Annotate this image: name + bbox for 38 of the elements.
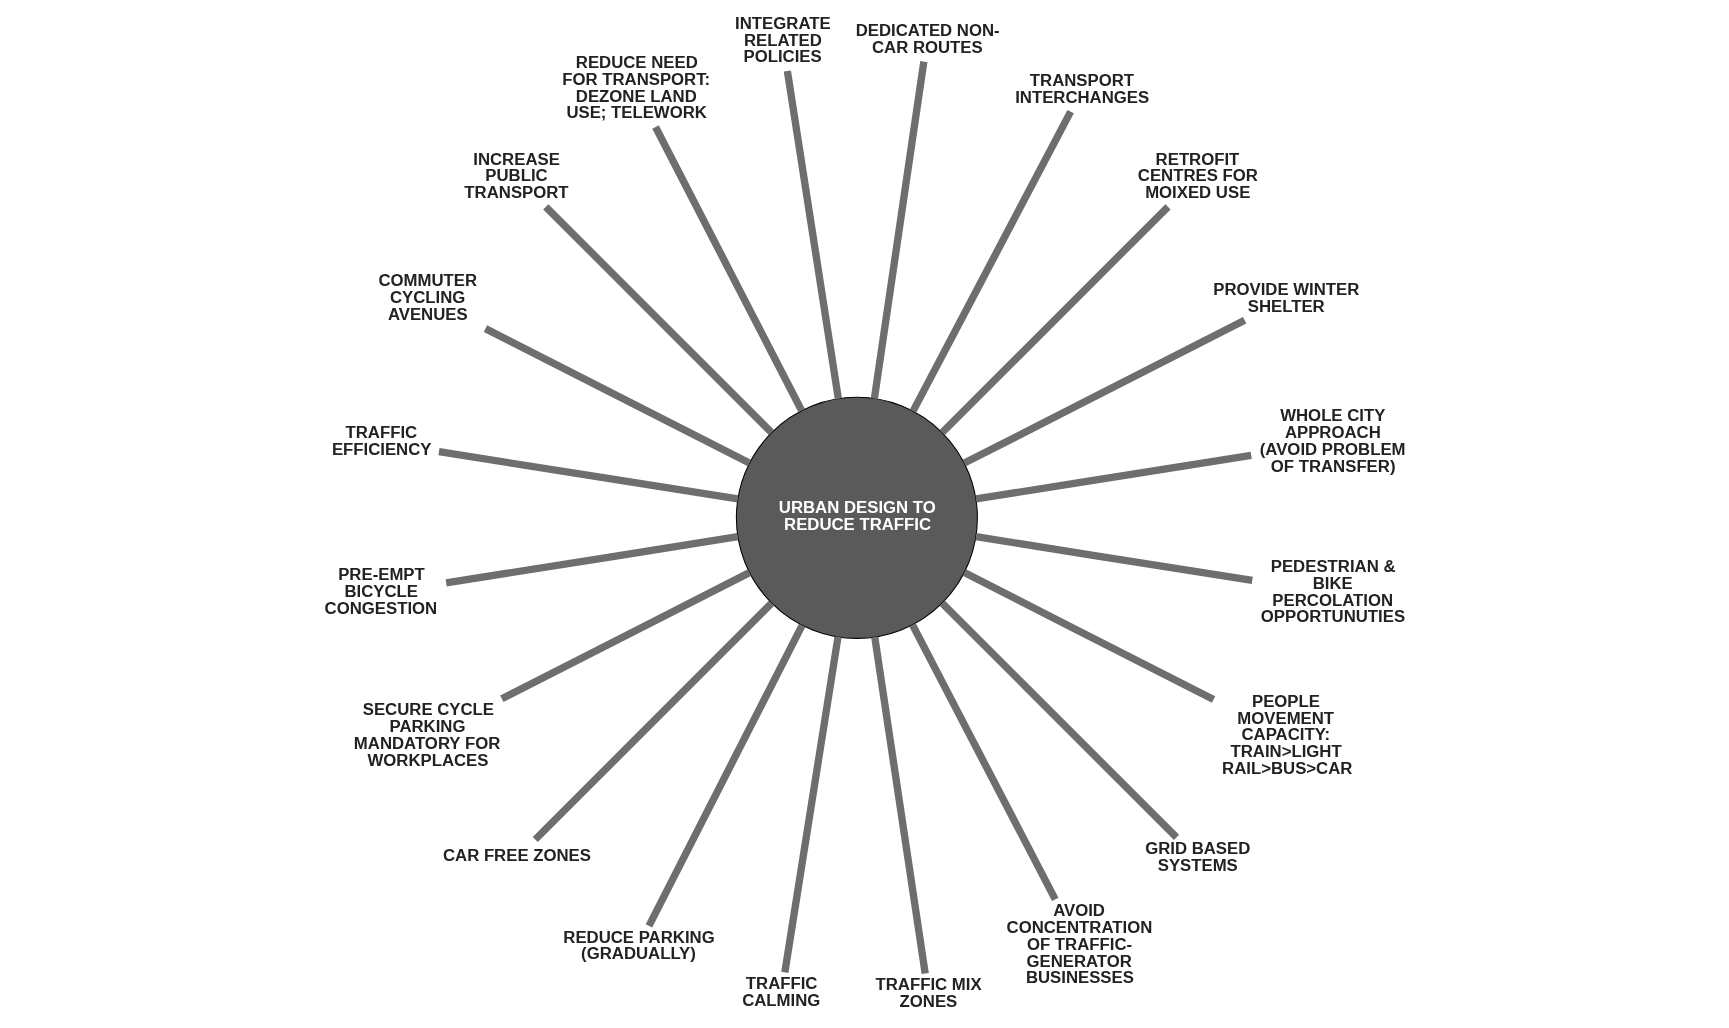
node-text: PROVIDE WINTER SHELTER bbox=[1212, 279, 1359, 316]
node-text: TRAFFIC MIX ZONES bbox=[874, 975, 982, 1012]
node-text: TRAFFIC EFFICIENCY bbox=[331, 423, 431, 459]
connector bbox=[437, 448, 738, 503]
node-text: PRE-EMPT BICYCLE CONGESTION bbox=[324, 565, 437, 618]
connector bbox=[939, 600, 1179, 840]
node-text: SECURE CYCLE PARKING MANDATORY FOR WORKPLACES bbox=[353, 700, 500, 770]
connector bbox=[870, 636, 929, 975]
connector bbox=[542, 204, 774, 435]
connector bbox=[483, 325, 751, 467]
connector bbox=[939, 204, 1171, 435]
connector bbox=[499, 569, 751, 702]
node-text: INTEGRATE RELATED POLICIES bbox=[734, 13, 831, 67]
node-text: GRID BASED SYSTEMS bbox=[1144, 839, 1250, 875]
node-text: WHOLE CITY APPROACH (AVOID PROBLEM OF TRANSFER) bbox=[1259, 406, 1406, 476]
connector bbox=[974, 451, 1252, 503]
node-circle: URBAN DESIGN TO REDUCE TRAFFIC bbox=[735, 396, 978, 639]
node-text: AVOID CONCENTRATION OF TRAFFIC-GENERATOR BUSINESSES bbox=[1006, 901, 1152, 988]
node-text: COMMUTER CYCLING AVENUES bbox=[377, 271, 477, 324]
node-text: REDUCE PARKING (GRADUALLY) bbox=[562, 927, 715, 964]
node-text: CAR FREE ZONES bbox=[442, 846, 591, 866]
node-text: PEDESTRIAN & BIKE PERCOLATION OPPORTUNUTIES bbox=[1260, 557, 1405, 627]
connector bbox=[645, 623, 805, 928]
node-text: TRAFFIC CALMING bbox=[741, 974, 820, 1010]
node-text: INCREASE PUBLIC TRANSPORT bbox=[463, 149, 569, 203]
connector bbox=[909, 109, 1074, 413]
connector bbox=[908, 623, 1058, 902]
node-text: REDUCE NEED FOR TRANSPORT: DEZONE LAND USE; TELEWORK bbox=[561, 53, 710, 123]
connector bbox=[783, 70, 842, 400]
node-text: DEDICATED NON-CAR ROUTES bbox=[855, 20, 1000, 57]
connector bbox=[651, 125, 805, 413]
connector bbox=[974, 533, 1253, 585]
node-text: TRANSPORT INTERCHANGES bbox=[1014, 71, 1149, 107]
connector bbox=[962, 569, 1215, 703]
node-text: RETROFIT CENTRES FOR MOIXED USE bbox=[1137, 149, 1258, 203]
connector bbox=[532, 600, 774, 843]
node-text: PEOPLE MOVEMENT CAPACITY: TRAIN>LIGHT RAIL>BUS>CAR bbox=[1221, 691, 1352, 779]
connector bbox=[962, 317, 1246, 467]
